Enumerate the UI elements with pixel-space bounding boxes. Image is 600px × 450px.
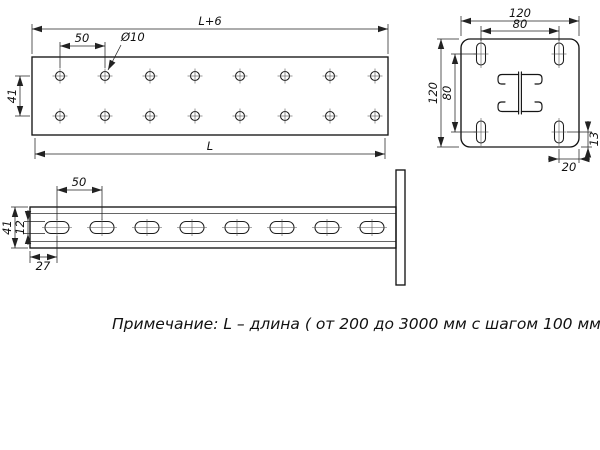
plate-outline	[31, 56, 389, 136]
leader-line	[107, 44, 122, 71]
slot-symbol	[356, 218, 388, 237]
side-view: 50 41 12 27	[0, 169, 406, 286]
dim-flange-width: 120	[460, 6, 580, 36]
profile-flange	[520, 101, 543, 113]
dim-slot-pitch: 50	[56, 175, 103, 220]
dim-label-length: L	[207, 139, 213, 153]
slot-symbol	[131, 218, 163, 237]
slot-symbol	[311, 218, 343, 237]
hole-symbol	[276, 67, 294, 85]
dim-plate-length-plus: L+6	[31, 14, 389, 54]
strut-profile	[497, 71, 543, 115]
slot-symbol	[221, 218, 253, 237]
dim-edge-offset: 20	[548, 149, 590, 174]
dim-hole-pitch: 50	[59, 31, 106, 68]
slot-symbol	[176, 218, 208, 237]
hole-symbol	[96, 67, 114, 85]
hole-symbol	[186, 107, 204, 125]
hole-symbol	[186, 67, 204, 85]
dim-label-length-plus: L+6	[198, 14, 221, 28]
flange-outline	[460, 38, 580, 148]
top-view-holes	[51, 67, 384, 125]
dim-label-hole-dia: Ø10	[120, 30, 145, 44]
dim-label-hole-pitch: 50	[75, 31, 90, 45]
dim-label-slot-width: 12	[13, 220, 27, 235]
dim-label-strut-height: 41	[0, 220, 14, 235]
slot-symbol	[86, 218, 118, 237]
slot-symbol	[41, 218, 73, 237]
hole-symbol	[141, 107, 159, 125]
drawing-note: Примечание: L – длина ( от 200 до 3000 м…	[112, 315, 600, 333]
dim-label-end-offset: 27	[36, 259, 51, 273]
dim-slot-spacing-h: 80	[480, 17, 560, 41]
dim-end-offset: 27	[29, 236, 58, 273]
dim-lip: 13	[567, 121, 600, 158]
dim-label-slot-pitch: 50	[72, 175, 87, 189]
profile-flange	[497, 73, 520, 85]
hole-symbol	[141, 67, 159, 85]
hole-symbol	[276, 107, 294, 125]
hole-symbol	[366, 107, 384, 125]
callout-hole-diameter: Ø10	[107, 30, 145, 71]
hole-symbol	[231, 67, 249, 85]
profile-flange	[520, 73, 543, 85]
hole-symbol	[96, 107, 114, 125]
dim-label-edge-offset: 20	[562, 160, 577, 174]
end-view: 120 80 120 80	[426, 6, 600, 174]
side-view-slots	[41, 218, 388, 237]
dim-label-flange-width: 120	[509, 6, 531, 20]
dim-label-lip: 13	[587, 132, 600, 147]
dim-label-slot-spacing-h: 80	[513, 17, 528, 31]
dim-plate-length: L	[34, 138, 386, 159]
dim-flange-height: 120	[426, 38, 459, 148]
top-view: L+6 50 Ø10 41 L	[5, 14, 389, 159]
dim-label-flange-height: 120	[426, 82, 440, 104]
hole-symbol	[231, 107, 249, 125]
slot-symbol	[266, 218, 298, 237]
hole-symbol	[51, 107, 69, 125]
dim-label-row-spacing: 41	[5, 89, 19, 104]
slot-symbol	[550, 39, 568, 69]
dim-label-slot-spacing-v: 80	[440, 86, 454, 101]
slot-symbol	[550, 117, 568, 147]
end-plate-outline	[395, 169, 406, 286]
profile-flange	[497, 101, 520, 113]
flange-slots	[472, 39, 568, 147]
dim-slot-width: 12	[13, 210, 45, 245]
dim-row-spacing: 41	[5, 75, 30, 117]
dim-strut-height: 41	[0, 206, 28, 249]
hole-symbol	[51, 67, 69, 85]
hole-symbol	[321, 107, 339, 125]
dim-slot-spacing-v: 80	[440, 53, 476, 133]
hole-symbol	[366, 67, 384, 85]
hole-symbol	[321, 67, 339, 85]
